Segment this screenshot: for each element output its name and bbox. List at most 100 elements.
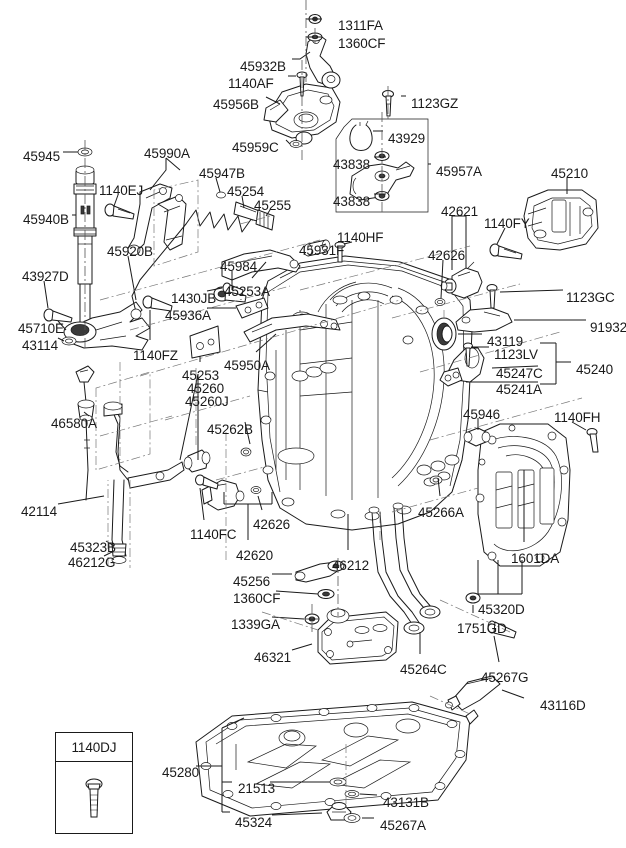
mount-bracket-45210 <box>523 189 599 251</box>
part-label-45254: 45254 <box>227 184 265 199</box>
part-label-43119: 43119 <box>487 334 524 349</box>
plate-45936A <box>235 297 269 319</box>
part-label-45241a: 45241A <box>496 382 542 397</box>
part-label-45950a: 45950A <box>224 358 270 373</box>
bolt-1123LV <box>463 342 473 367</box>
dipstick-tube <box>103 401 185 564</box>
part-label-45940b: 45940B <box>23 212 69 227</box>
part-label-21513: 21513 <box>238 781 276 796</box>
part-label-43838: 43838 <box>333 157 371 172</box>
part-label-43131b: 43131B <box>383 795 429 810</box>
bolt-1123GC <box>486 284 498 309</box>
clip-91932 <box>455 307 513 333</box>
guide-45950A <box>243 313 341 343</box>
part-label-45267g: 45267G <box>481 670 529 685</box>
pin-45931F <box>303 239 346 263</box>
part-label-1140hf: 1140HF <box>337 230 384 245</box>
bolt-1140FZ <box>142 295 173 312</box>
part-label-1123gc: 1123GC <box>566 290 615 305</box>
part-label-43114: 43114 <box>22 338 59 353</box>
part-label-45267a: 45267A <box>380 818 426 833</box>
centerlines <box>84 0 583 808</box>
part-label-46212: 46212 <box>332 558 370 573</box>
speed-sensor-42620 <box>195 474 262 511</box>
part-label-45945: 45945 <box>23 149 61 164</box>
part-label-45957a: 45957A <box>436 164 482 179</box>
bolt-1140FY <box>489 243 523 260</box>
callout-box-1140dj: 1140DJ <box>55 732 133 834</box>
part-label-45260j: 45260J <box>185 394 229 409</box>
bracket-45256 <box>294 560 345 599</box>
part-label-1140af: 1140AF <box>228 76 274 91</box>
rear-cover-assembly <box>475 423 571 567</box>
part-label-45323b: 45323B <box>70 540 116 555</box>
part-label-46212g: 46212G <box>68 555 116 570</box>
bolt-43927D <box>43 308 73 323</box>
detent-lever <box>43 301 151 351</box>
dipstick <box>75 365 95 501</box>
part-label-45931f: 45931F <box>299 243 345 258</box>
part-label-45253a: 45253A <box>224 284 270 299</box>
part-label-1123gz: 1123GZ <box>411 96 459 111</box>
part-label-1601da: 1601DA <box>511 551 560 566</box>
part-label-1140fh: 1140FH <box>554 410 601 425</box>
part-label-45990a: 45990A <box>144 146 190 161</box>
oring-45266A <box>429 475 443 485</box>
oring-45262B <box>240 447 252 457</box>
part-label-45946: 45946 <box>463 407 501 422</box>
bolt-1140FH <box>586 428 599 453</box>
part-label-1123lv: 1123LV <box>494 347 538 362</box>
shift-lever-mount <box>263 14 341 148</box>
seal-45959C <box>289 140 303 148</box>
oil-pan <box>195 701 471 817</box>
part-label-45959c: 45959C <box>232 140 279 155</box>
part-label-46321: 46321 <box>254 650 292 665</box>
plug-45946 <box>463 427 491 447</box>
callout-box-label: 1140DJ <box>71 739 117 755</box>
part-label-45920b: 45920B <box>107 244 153 259</box>
part-label-1140ej: 1140EJ <box>99 183 144 198</box>
part-label-1751gd: 1751GD <box>457 621 507 636</box>
part-label-45253: 45253 <box>182 368 220 383</box>
part-label-45210: 45210 <box>551 166 589 181</box>
seal-43119 <box>431 317 457 351</box>
transmission-case-body <box>257 255 473 531</box>
part-label-45947b: 45947B <box>199 166 245 181</box>
part-label-43116d: 43116D <box>540 698 586 713</box>
part-label-42114: 42114 <box>21 504 58 519</box>
part-label-45240: 45240 <box>576 362 614 377</box>
part-label-43838: 43838 <box>333 194 371 209</box>
oil-cooler-pipes <box>368 502 441 635</box>
bolt-1140EJ <box>104 203 135 220</box>
part-label-1360cf: 1360CF <box>233 591 281 606</box>
washer-1360CF-lower <box>317 589 335 599</box>
part-label-45710e: 45710E <box>18 321 64 336</box>
nut-45255 <box>255 209 275 231</box>
part-label-1140fc: 1140FC <box>190 527 237 542</box>
part-label-42621: 42621 <box>441 204 479 219</box>
part-label-45280: 45280 <box>162 765 200 780</box>
bolt-1140FC <box>195 474 219 490</box>
part-label-45932b: 45932B <box>240 59 286 74</box>
bolt-1140HF <box>334 241 346 263</box>
part-label-45264c: 45264C <box>400 662 447 677</box>
group-frames <box>95 179 199 566</box>
part-label-46580a: 46580A <box>51 416 97 431</box>
part-label-45324: 45324 <box>235 815 273 830</box>
part-label-45266a: 45266A <box>418 505 464 520</box>
rings-bottom <box>343 790 361 823</box>
bushing-45260 <box>183 449 211 473</box>
leader-lines <box>43 18 587 819</box>
part-label-1360cf: 1360CF <box>338 36 386 51</box>
part-label-45936a: 45936A <box>165 308 211 323</box>
part-label-1140fy: 1140FY <box>484 216 530 231</box>
part-label-45247c: 45247C <box>496 366 543 381</box>
part-label-45255: 45255 <box>254 198 292 213</box>
part-label-45984: 45984 <box>220 259 258 274</box>
part-label-45956b: 45956B <box>213 97 259 112</box>
part-label-45260: 45260 <box>187 381 225 396</box>
shift-cable-bracket <box>104 183 187 256</box>
part-label-42626: 42626 <box>428 248 466 263</box>
